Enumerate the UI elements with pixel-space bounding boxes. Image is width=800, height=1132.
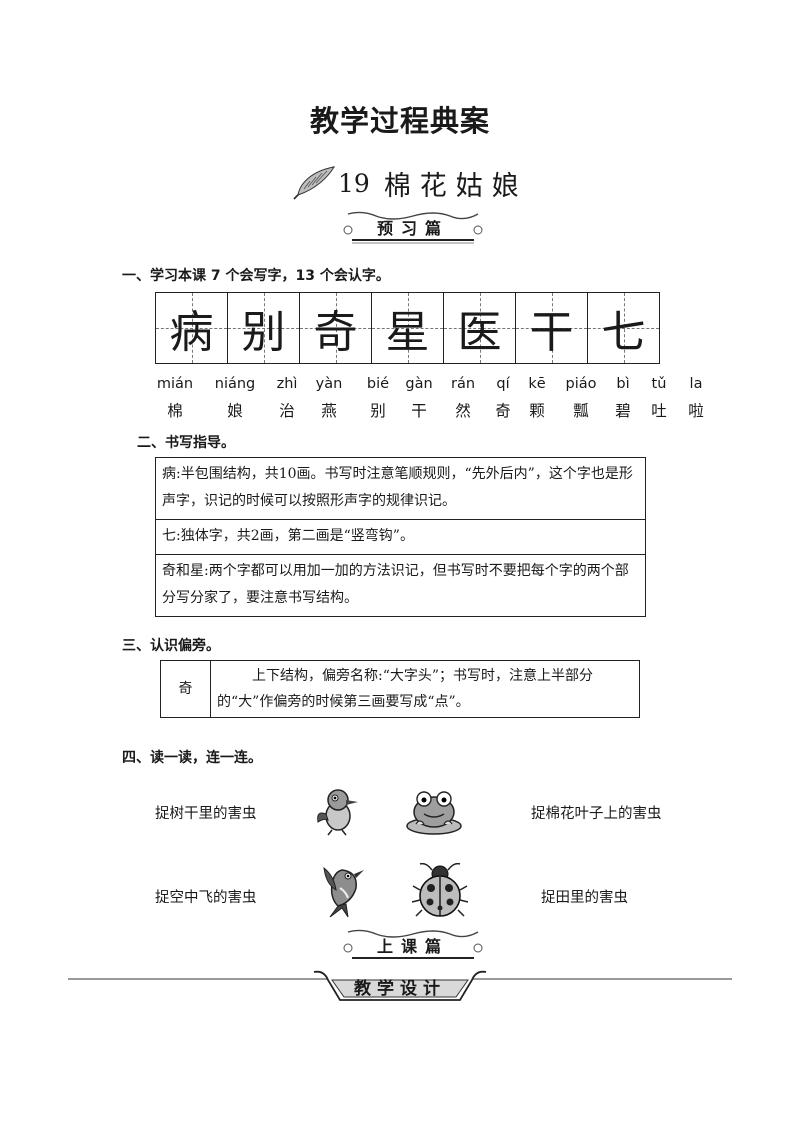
- recognize-char: 燕: [321, 402, 337, 420]
- radical-desc: 上下结构，偏旁名称:“大字头”；书写时，注意上半部分的“大”作偏旁的时候第三画要…: [210, 660, 640, 718]
- pinyin: kē: [528, 376, 546, 392]
- feather-icon: [293, 166, 335, 200]
- table-row: 奇 上下结构，偏旁名称:“大字头”；书写时，注意上半部分的“大”作偏旁的时候第三…: [160, 660, 640, 718]
- pinyin: zhì: [276, 376, 298, 392]
- section3-heading: 三、认识偏旁。: [122, 638, 220, 654]
- banner-ornament: [343, 211, 483, 244]
- preview-banner-label: 预习篇: [376, 219, 449, 238]
- pinyin: niáng: [214, 376, 256, 392]
- banner-ornament: [343, 929, 483, 959]
- write-char: 医: [457, 307, 502, 358]
- table-row: 奇和星:两个字都可以用加一加的方法识记，但书写时不要把每个字的两个部分写分家了，…: [155, 554, 646, 617]
- table-row: 七:独体字，共2画，第二画是“竖弯钩”。: [155, 519, 646, 555]
- write-char: 干: [529, 307, 574, 358]
- recognize-char: 吐: [651, 402, 667, 420]
- swallow-icon: [323, 866, 364, 918]
- write-char: 七: [601, 307, 646, 358]
- guide-cell: 奇和星:两个字都可以用加一加的方法识记，但书写时不要把每个字的两个部分写分家了，…: [155, 554, 646, 617]
- page-title: 教学过程典案: [309, 104, 490, 138]
- recognize-char: 碧: [615, 402, 631, 420]
- lesson-number: 19: [338, 168, 370, 198]
- grid-cell: 病: [156, 293, 228, 363]
- match-right-1: 捉棉花叶子上的害虫: [531, 806, 662, 822]
- guide-cell: 七:独体字，共2画，第二画是“竖弯钩”。: [155, 519, 646, 555]
- grid-cell: 七: [588, 293, 659, 363]
- section2-heading: 二、书写指导。: [137, 435, 235, 451]
- recognize-char: 娘: [227, 402, 243, 420]
- pinyin: rán: [450, 376, 476, 392]
- grid-cell: 别: [228, 293, 300, 363]
- section1-heading: 一、学习本课 7 个会写字，13 个会认字。: [122, 268, 390, 284]
- lesson-title: 棉花姑娘: [383, 170, 528, 202]
- recognize-char: 奇: [495, 402, 511, 420]
- recognize-char: 啦: [688, 402, 704, 420]
- guide-cell: 病:半包围结构，共10画。书写时注意笔顺规则，“先外后内”，这个字也是形声字，识…: [155, 457, 646, 520]
- grid-cell: 星: [372, 293, 444, 363]
- woodpecker-icon: [317, 789, 358, 836]
- class-banner: 上课篇: [342, 928, 484, 962]
- radical-char: 奇: [160, 660, 211, 718]
- write-char: 别: [241, 307, 286, 358]
- pinyin: la: [689, 376, 703, 392]
- writing-grid: 病 别 奇 星 医 干 七: [155, 292, 660, 364]
- recognize-char: 别: [370, 402, 386, 420]
- recognize-char: 颗: [529, 402, 545, 420]
- frog-icon: [406, 791, 462, 835]
- pinyin: yàn: [315, 376, 343, 392]
- pinyin: tǔ: [651, 376, 667, 392]
- radical-table: 奇 上下结构，偏旁名称:“大字头”；书写时，注意上半部分的“大”作偏旁的时候第三…: [160, 660, 640, 718]
- writing-guide-table: 病:半包围结构，共10画。书写时注意笔顺规则，“先外后内”，这个字也是形声字，识…: [155, 457, 646, 617]
- recognize-char: 干: [411, 402, 427, 420]
- lesson-header: 19 棉花姑娘: [290, 158, 528, 208]
- recognize-char: 瓢: [573, 402, 589, 420]
- grid-cell: 奇: [300, 293, 372, 363]
- write-char: 病: [169, 307, 214, 358]
- design-banner-label: 教学设计: [354, 978, 446, 999]
- write-char: 星: [385, 307, 430, 358]
- design-banner: 教学设计: [310, 966, 490, 1006]
- ladybug-icon: [411, 862, 469, 917]
- match-left-2: 捉空中飞的害虫: [155, 890, 257, 906]
- table-row: 病:半包围结构，共10画。书写时注意笔顺规则，“先外后内”，这个字也是形声字，识…: [155, 457, 646, 520]
- recognize-char: 治: [279, 402, 295, 420]
- pinyin: bì: [616, 376, 630, 392]
- pinyin: bié: [366, 376, 390, 392]
- grid-cell: 医: [444, 293, 516, 363]
- match-left-1: 捉树干里的害虫: [155, 806, 257, 822]
- class-banner-label: 上课篇: [376, 937, 449, 956]
- match-right-2: 捉田里的害虫: [541, 890, 628, 906]
- section4-heading: 四、读一读，连一连。: [122, 750, 262, 766]
- grid-cell: 干: [516, 293, 588, 363]
- pinyin: mián: [156, 376, 194, 392]
- pinyin: piáo: [565, 376, 597, 392]
- pinyin: qí: [496, 376, 510, 392]
- preview-banner: 预习篇: [342, 210, 484, 244]
- design-banner-ornament: [313, 970, 487, 1001]
- write-char: 奇: [313, 307, 358, 358]
- pinyin: gàn: [405, 376, 433, 392]
- recognize-char: 棉: [167, 402, 183, 420]
- recognize-char: 然: [455, 402, 471, 420]
